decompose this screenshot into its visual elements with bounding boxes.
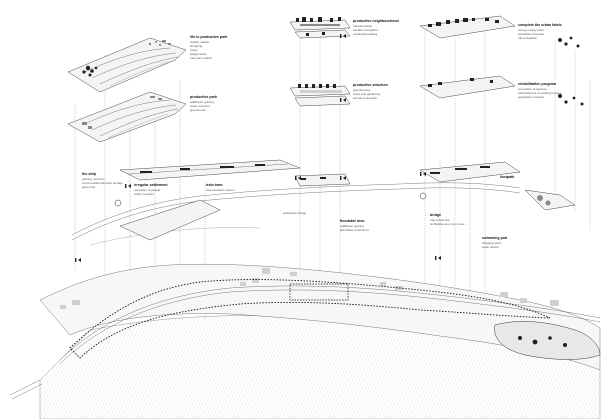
label-rehabilitation-program: rehabilitation program renovation of squ… [518,82,562,99]
plate-strip-tram [119,159,301,181]
svg-text:water leisure: water leisure [482,245,499,249]
svg-text:irregular settlement: irregular settlement [134,183,168,187]
plate-productive-neighbourhood [289,17,351,39]
svg-text:transformation: transformation [353,24,373,28]
svg-text:occupy empty plots: occupy empty plots [518,28,544,32]
svg-text:residential parking: residential parking [353,32,378,36]
plate-productive-structure [289,84,351,107]
svg-text:complete the urban fabric: complete the urban fabric [518,23,562,27]
svg-text:the strip: the strip [82,172,97,176]
label-pedestrian-bridge: pedestrian bridge [283,211,307,215]
label-swimming-pub: swimming pub dragging sport water leisur… [482,236,508,249]
svg-text:train tram: train tram [206,183,223,187]
label-footpath: footpath [500,175,514,179]
svg-text:new transport system: new transport system [206,188,235,192]
svg-text:footpath: footpath [500,175,514,179]
label-the-strip: the strip parking, services commercial/p… [82,172,123,189]
rail-alignment-layer [71,182,576,246]
svg-text:alternative excursions: alternative excursions [340,228,370,232]
label-complete-urban-fabric: complete the urban fabric occupy empty p… [518,23,562,40]
svg-text:bridge: bridge [430,213,441,217]
label-productive-structure: productive structure greenhouses crops a… [353,83,388,100]
svg-text:productive structure: productive structure [353,83,388,87]
svg-text:weekly market: weekly market [190,40,209,44]
svg-text:greenhouse: greenhouse [190,108,206,112]
plate-rehabilitation [419,75,584,106]
svg-text:relocation of people: relocation of people [134,188,161,192]
svg-text:population increase: population increase [518,95,544,99]
svg-text:productive neighbourhood: productive neighbourhood [353,19,399,23]
svg-text:population increase: population increase [518,32,544,36]
svg-text:renovation of squares: renovation of squares [518,87,547,91]
svg-text:playgrounds: playgrounds [190,52,207,56]
label-floodable-area: floodable area wildflower grazing altern… [340,219,370,232]
svg-text:crops and gardening: crops and gardening [353,92,381,96]
svg-text:forest: forest [190,48,198,52]
svg-text:rehabilitation program: rehabilitation program [518,82,556,86]
label-productive-neighbourhood: productive neighbourhood transformation … [353,19,399,36]
svg-text:refurbishment of existing hous: refurbishment of existing houses [518,91,562,95]
svg-text:swimming pub: swimming pub [482,236,508,240]
svg-text:parallel occupation: parallel occupation [353,28,378,32]
svg-text:parking, services: parking, services [82,177,105,181]
plate-complete-urban-fabric [419,15,580,48]
label-irregular-settlement: irregular settlement relocation of peopl… [134,183,168,196]
svg-text:train urban link: train urban link [430,218,450,222]
label-productive-park: productive park wildflower grazing water… [190,95,217,112]
svg-text:full occupation: full occupation [518,36,538,40]
svg-text:floodable area: floodable area [340,219,365,223]
svg-text:wildflower grazing: wildflower grazing [190,100,214,104]
label-life-in-productive-park: life in productive park weekly market sh… [190,35,227,60]
svg-text:tie Bellsite as a river route: tie Bellsite as a river route [430,222,465,226]
svg-text:dragging sport: dragging sport [482,241,501,245]
svg-text:green line: green line [82,185,96,189]
svg-text:productive park: productive park [190,95,217,99]
site-plan [9,264,601,419]
label-bridge: bridge train urban link tie Bellsite as … [430,213,465,226]
svg-text:life in productive park: life in productive park [190,35,227,39]
label-train-tram: train tram new transport system [206,183,235,192]
urban-blocks [60,268,559,309]
plate-right-strip [419,161,521,183]
plate-life-in-park [67,37,187,93]
plate-centre-water [294,173,351,187]
svg-text:commercial/productive storage: commercial/productive storage [82,181,123,185]
svg-text:train tram station: train tram station [190,56,213,60]
svg-text:public contests: public contests [134,192,154,196]
section-markers [75,34,441,262]
svg-text:water reservoir: water reservoir [190,104,210,108]
svg-text:wildflower grazing: wildflower grazing [340,224,364,228]
plate-productive-park [67,91,187,143]
svg-text:shopping: shopping [190,44,203,48]
svg-text:pedestrian bridge: pedestrian bridge [283,211,307,215]
svg-text:greenhouses: greenhouses [353,88,371,92]
svg-text:animal connection: animal connection [353,96,378,100]
